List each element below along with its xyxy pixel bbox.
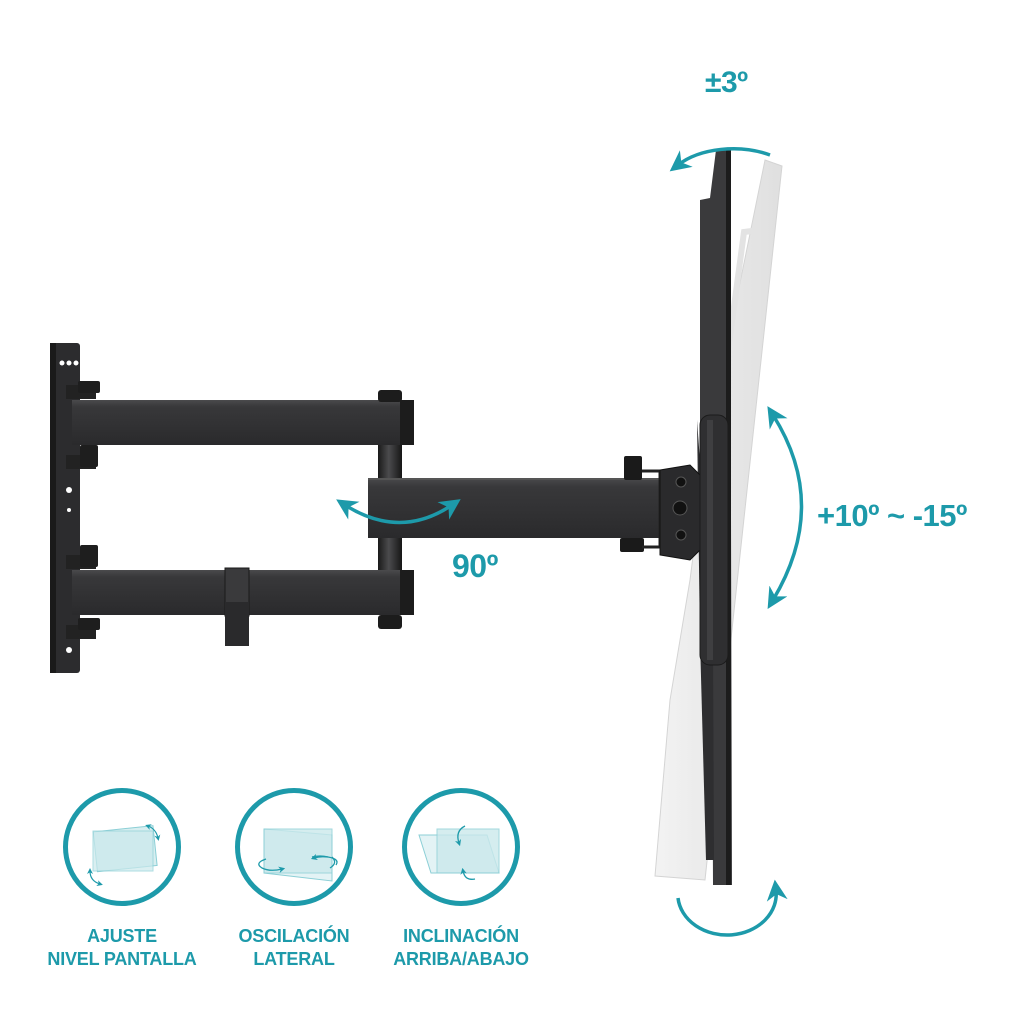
screen-tilt-icon [418, 825, 500, 880]
feature-caption: OSCILACIÓN LATERAL [194, 925, 394, 971]
caption-line-2: ARRIBA/ABAJO [393, 949, 529, 969]
screen-level-rotate-icon [87, 824, 161, 887]
feature-circle [402, 788, 520, 906]
front-arm [368, 478, 660, 538]
feature-caption: INCLINACIÓN ARRIBA/ABAJO [361, 925, 561, 971]
tilt-range-label: +10º ~ -15º [817, 498, 967, 533]
caption-line-2: NIVEL PANTALLA [47, 949, 197, 969]
caption-line-1: OSCILACIÓN [238, 926, 350, 946]
tilt-arrow-icon [767, 406, 804, 610]
caption-line-2: LATERAL [253, 949, 335, 969]
swivel-angle-label: 90º [452, 548, 498, 584]
level-adjust-angle-label: ±3º [705, 66, 748, 99]
caption-line-1: AJUSTE [87, 926, 157, 946]
arrows [336, 147, 804, 937]
level-rotate-arrow-icon [669, 147, 771, 172]
caption-line-1: INCLINACIÓN [403, 926, 519, 946]
feature-caption: AJUSTE NIVEL PANTALLA [22, 925, 222, 971]
swivel-arrow-icon [336, 499, 461, 525]
bottom-rotate-arrow-icon [676, 879, 788, 937]
hinge-nuts [78, 381, 100, 630]
tilt-head [659, 414, 729, 666]
upper-arm [72, 400, 414, 445]
screen-swivel-icon [258, 828, 338, 882]
